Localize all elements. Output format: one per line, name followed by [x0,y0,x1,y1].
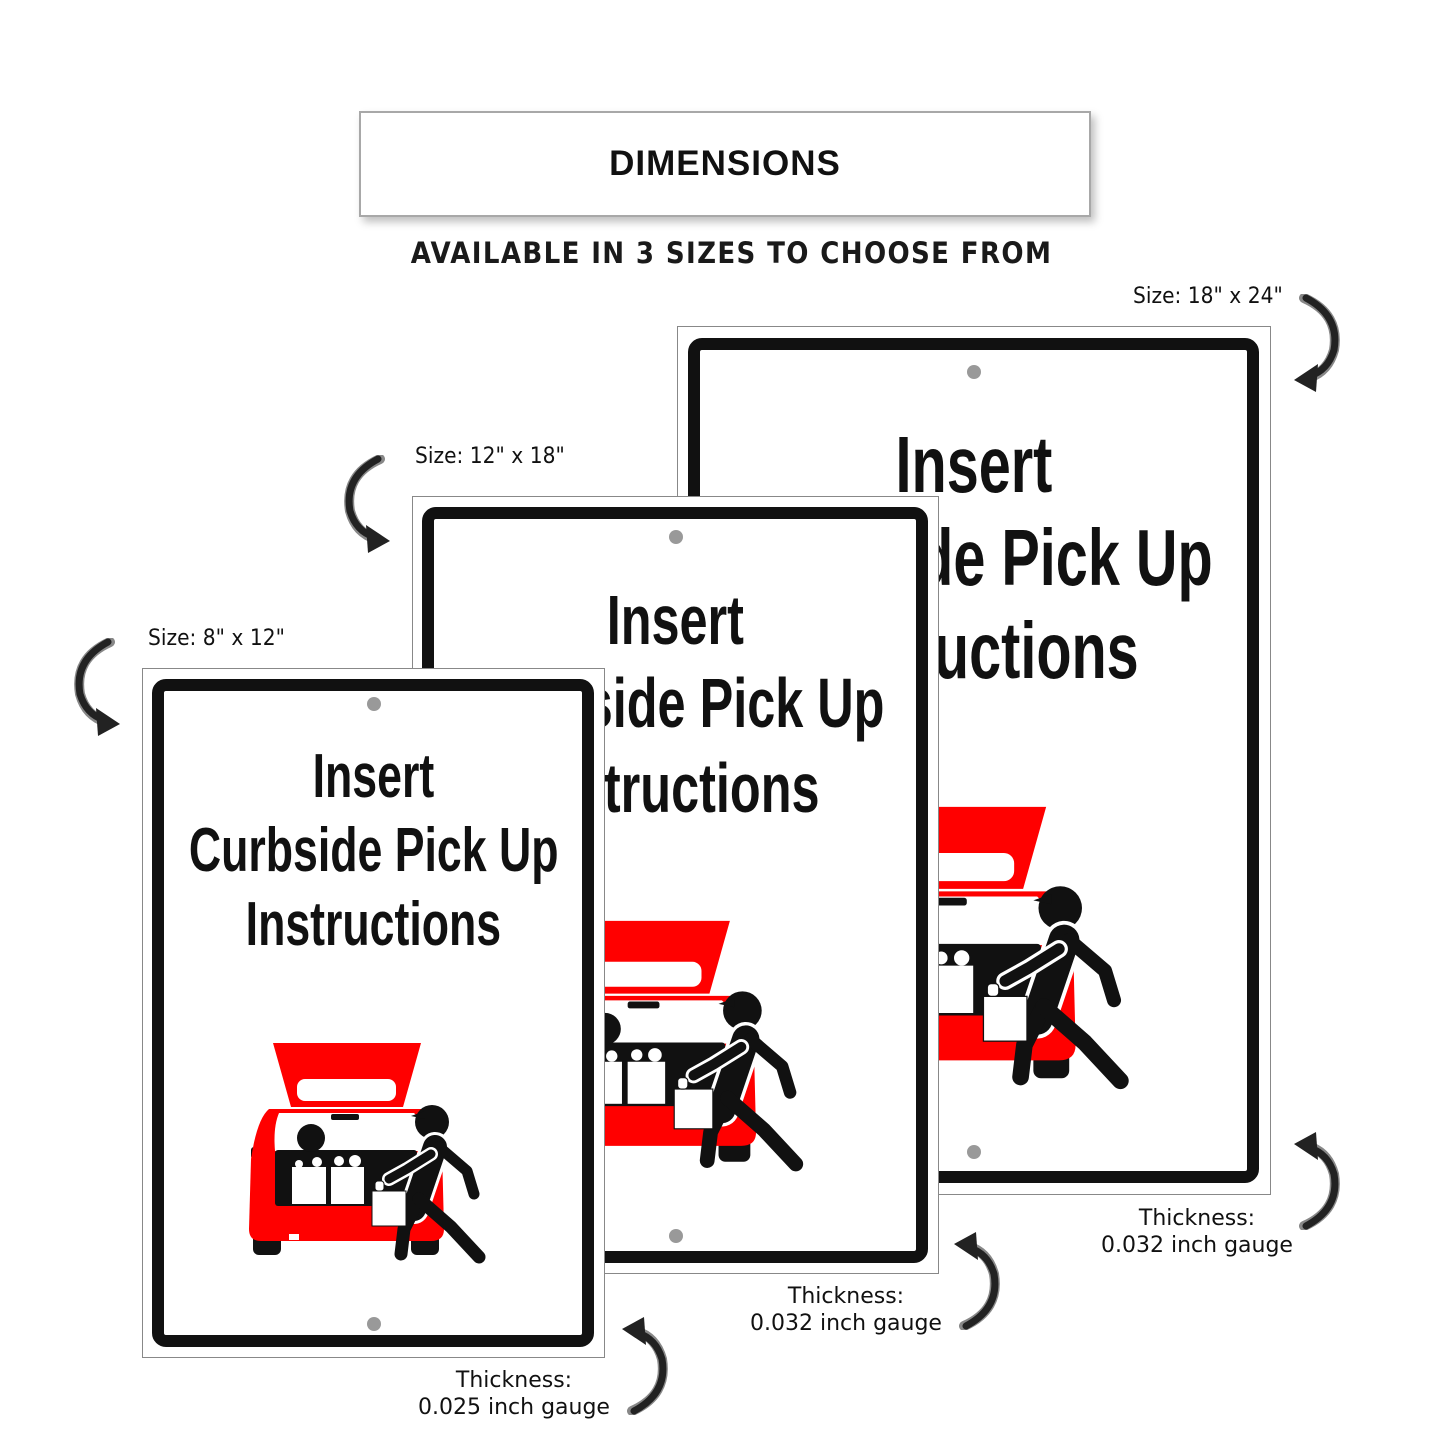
sign-text-line1: Insert [606,581,745,659]
curbside-pickup-illustration [239,1029,509,1279]
sign-text-line3: Instructions [245,890,502,959]
header-subtitle: AVAILABLE IN 3 SIZES TO CHOOSE FROM [410,236,1053,270]
curved-arrow-icon [944,1230,1004,1330]
mounting-hole [367,1317,381,1331]
thickness-label-18x24: Thickness:0.032 inch gauge [1101,1206,1293,1258]
mounting-hole [967,1145,981,1159]
mounting-hole [367,697,381,711]
size-label-8x12: Size: 8" x 12" [148,626,285,651]
sign-text-line2: Curbside Pick Up [188,816,559,885]
thickness-label-8x12: Thickness:0.025 inch gauge [418,1368,610,1420]
size-label-18x24: Size: 18" x 24" [1133,284,1283,309]
mounting-hole [669,530,683,544]
thickness-label-12x18: Thickness:0.032 inch gauge [750,1284,942,1336]
sign-text-line1: Insert [895,420,1053,509]
curved-arrow-icon [612,1315,672,1415]
curved-arrow-icon [1284,1130,1344,1230]
size-label-12x18: Size: 12" x 18" [415,444,565,469]
curved-arrow-icon [70,638,130,738]
curved-arrow-icon [340,455,400,555]
sign-text-line1: Insert [312,742,435,811]
mounting-hole [669,1229,683,1243]
mounting-hole [967,365,981,379]
sign-border [152,679,594,1347]
curved-arrow-icon [1284,294,1344,394]
header-title: DIMENSIONS [609,144,841,183]
dimensions-header: DIMENSIONS [359,111,1091,217]
sign-8x12: Insert Curbside Pick Up Instructions [142,668,605,1358]
